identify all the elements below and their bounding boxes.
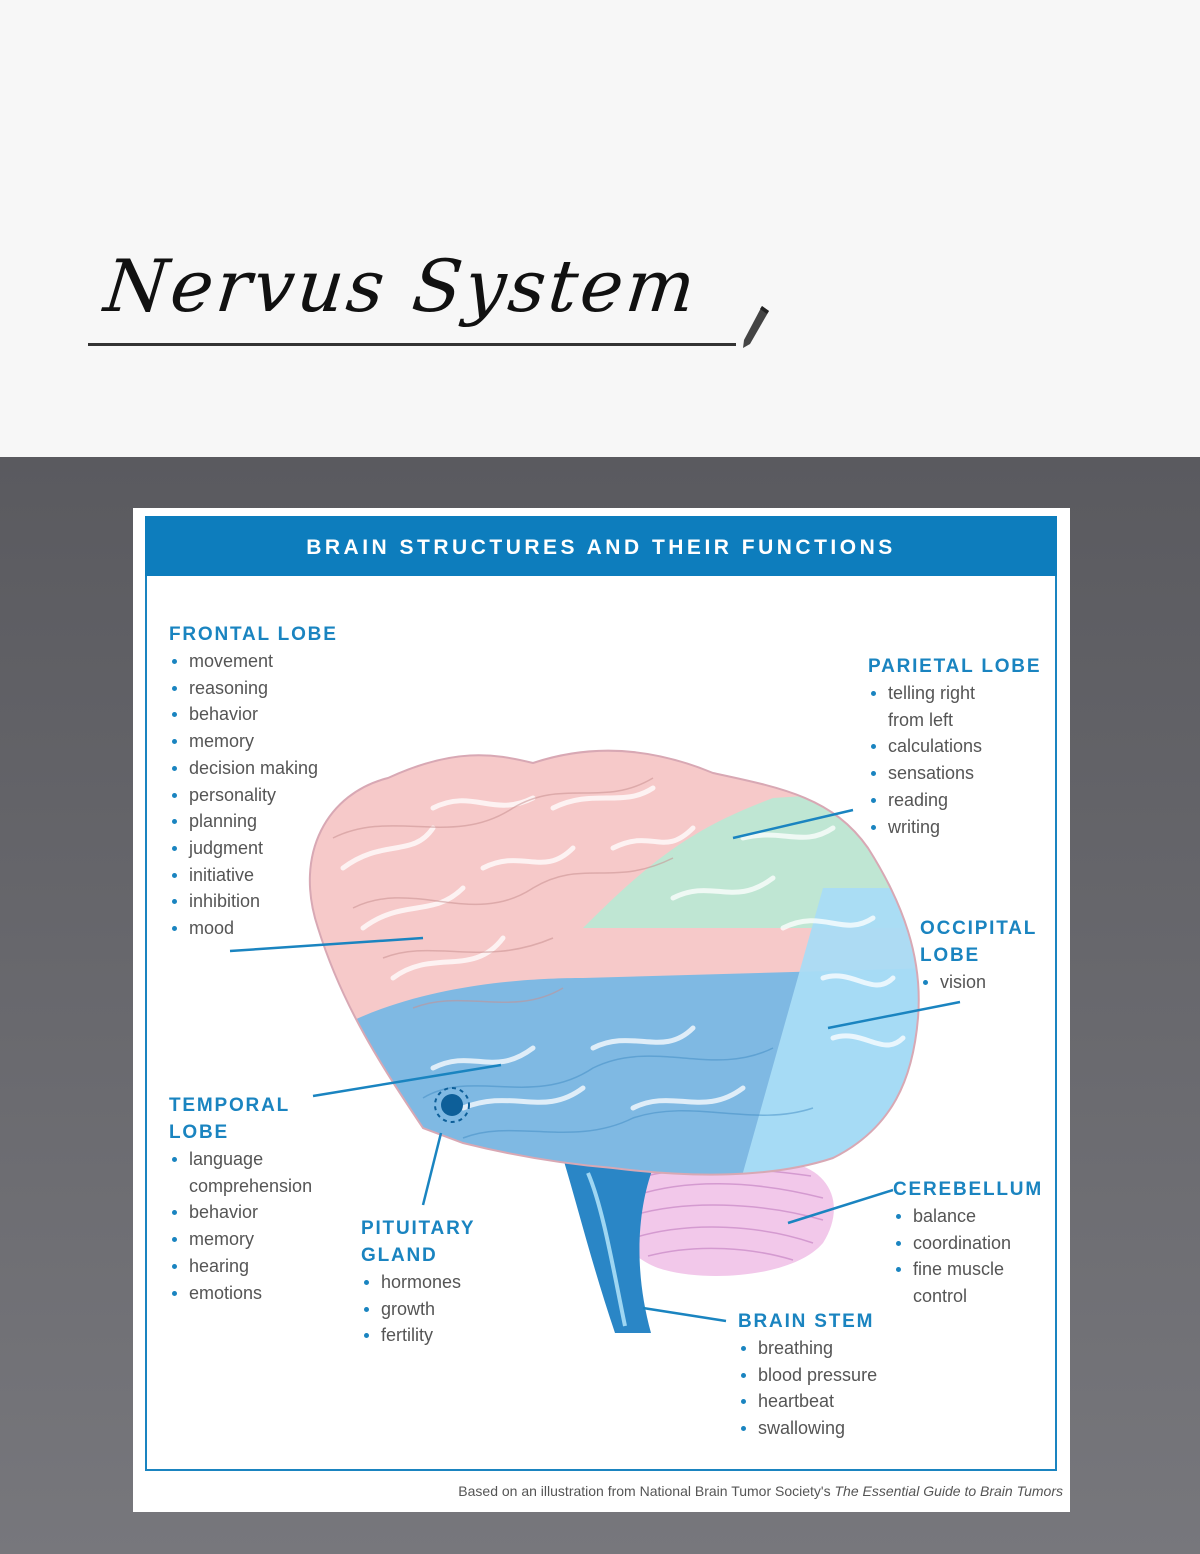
list-item: decision making	[169, 755, 338, 782]
cerebellum-heading: CEREBELLUM	[893, 1179, 1043, 1200]
parietal-lobe-heading: PARIETAL LOBE	[868, 656, 1042, 677]
handwritten-underline	[88, 343, 736, 346]
list-item: initiative	[169, 862, 338, 889]
figure-credit: Based on an illustration from National B…	[133, 1483, 1063, 1499]
frontal-lobe-heading: FRONTAL LOBE	[169, 624, 338, 645]
list-item: vision	[920, 969, 1037, 996]
pencil-icon[interactable]	[738, 300, 772, 352]
parietal-lobe-functions: telling right from left calculations sen…	[868, 680, 1041, 840]
list-item: inhibition	[169, 888, 338, 915]
list-item: hearing	[169, 1253, 312, 1280]
brain-illustration	[229, 749, 961, 1333]
cerebrum	[309, 750, 919, 1175]
cerebellum-shape	[603, 1153, 834, 1276]
occipital-lobe-heading: OCCIPITAL LOBE	[920, 918, 1038, 966]
brain-stem-label: BRAIN STEM breathing blood pressure hear…	[738, 1308, 877, 1442]
parietal-lobe-label: PARIETAL LOBE telling right from left ca…	[868, 653, 1041, 840]
cerebellum-functions: balance coordination fine muscle control	[893, 1203, 1043, 1310]
list-item: writing	[868, 814, 1041, 841]
list-item: emotions	[169, 1280, 312, 1307]
list-item: movement	[169, 648, 338, 675]
occipital-lobe-label: OCCIPITAL LOBE vision	[920, 915, 1037, 996]
credit-prefix: Based on an illustration from National B…	[458, 1483, 835, 1499]
pituitary-gland-heading: PITUITARY GLAND	[361, 1218, 476, 1266]
temporal-lobe-label: TEMPORAL LOBE language comprehension beh…	[169, 1092, 312, 1306]
list-item: language comprehension	[169, 1146, 312, 1199]
leader-lines	[229, 808, 961, 1323]
list-item: planning	[169, 808, 338, 835]
list-item: memory	[169, 728, 338, 755]
occipital-lobe-functions: vision	[920, 969, 1037, 996]
list-item: sensations	[868, 760, 1041, 787]
list-item: balance	[893, 1203, 1043, 1230]
note-area: Nervus System	[0, 0, 1200, 457]
list-item: hormones	[361, 1269, 475, 1296]
list-item: telling right from left	[868, 680, 1041, 733]
handwritten-title: Nervus System	[100, 244, 703, 328]
pituitary-gland-shape	[434, 1087, 470, 1123]
frontal-lobe-label: FRONTAL LOBE movement reasoning behavior…	[169, 621, 338, 942]
brain-stem-shape	[563, 1155, 653, 1333]
list-item: swallowing	[738, 1415, 877, 1442]
list-item: breathing	[738, 1335, 877, 1362]
list-item: reasoning	[169, 675, 338, 702]
list-item: personality	[169, 782, 338, 809]
brain-stem-heading: BRAIN STEM	[738, 1311, 875, 1332]
list-item: behavior	[169, 1199, 312, 1226]
pituitary-gland-label: PITUITARY GLAND hormones growth fertilit…	[361, 1215, 475, 1349]
brain-stem-functions: breathing blood pressure heartbeat swall…	[738, 1335, 877, 1442]
brain-figure: BRAIN STRUCTURES AND THEIR FUNCTIONS	[133, 508, 1070, 1512]
frontal-lobe-functions: movement reasoning behavior memory decis…	[169, 648, 338, 942]
list-item: coordination	[893, 1230, 1043, 1257]
list-item: calculations	[868, 733, 1041, 760]
list-item: mood	[169, 915, 338, 942]
list-item: blood pressure	[738, 1362, 877, 1389]
list-item: memory	[169, 1226, 312, 1253]
list-item: heartbeat	[738, 1388, 877, 1415]
list-item: growth	[361, 1296, 475, 1323]
temporal-lobe-functions: language comprehension behavior memory h…	[169, 1146, 312, 1306]
list-item: reading	[868, 787, 1041, 814]
brain-outline	[308, 749, 920, 1176]
list-item: fertility	[361, 1322, 475, 1349]
figure-title: BRAIN STRUCTURES AND THEIR FUNCTIONS	[145, 516, 1057, 576]
list-item: behavior	[169, 701, 338, 728]
list-item: fine muscle control	[893, 1256, 1043, 1309]
pituitary-gland-functions: hormones growth fertility	[361, 1269, 475, 1349]
temporal-lobe-heading: TEMPORAL LOBE	[169, 1095, 291, 1143]
list-item: judgment	[169, 835, 338, 862]
credit-source: The Essential Guide to Brain Tumors	[834, 1483, 1063, 1499]
cerebellum-label: CEREBELLUM balance coordination fine mus…	[893, 1176, 1043, 1310]
